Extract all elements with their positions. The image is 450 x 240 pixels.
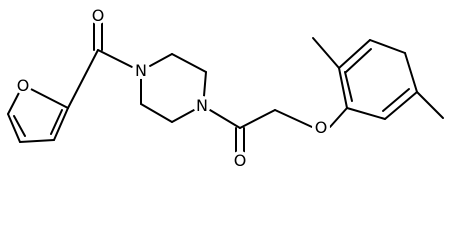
piperazine-bond [171, 53, 207, 73]
furan-bond [53, 107, 69, 141]
chain-bond [239, 109, 276, 129]
benzene-bond [346, 107, 386, 120]
atom-piperazine-nitrogen-4: N [193, 96, 211, 115]
svg-text:O: O [234, 151, 247, 170]
furan-bond [19, 139, 55, 143]
furan-bond [7, 113, 21, 143]
amide-bond [97, 49, 133, 68]
atom-layer: O O N N O O [14, 6, 330, 170]
svg-text:O: O [315, 118, 328, 137]
atom-furan-oxygen: O [14, 76, 32, 95]
piperazine-bond [203, 71, 207, 97]
piperazine-bond [149, 53, 173, 67]
benzene-double-bond [345, 48, 372, 73]
bond-layer [7, 21, 444, 153]
atom-ether-oxygen: O [312, 118, 330, 137]
svg-text:O: O [92, 6, 105, 25]
benzene-bond [369, 39, 406, 54]
furan-double-bond [13, 115, 26, 137]
methyl-bond [416, 91, 444, 119]
svg-text:N: N [135, 61, 147, 80]
piperazine-bond [140, 103, 173, 123]
piperazine-bond [171, 109, 195, 123]
svg-text:N: N [196, 96, 208, 115]
benzene-double-bond [344, 71, 353, 102]
benzene-bond [338, 39, 371, 69]
benzene-bond [404, 52, 418, 93]
atom-carbonyl-oxygen-right: O [231, 151, 249, 170]
atom-carbonyl-oxygen-left: O [89, 6, 107, 25]
benzene-double-bond [382, 88, 410, 112]
amide-bond [209, 109, 241, 129]
benzene-bond [338, 67, 348, 109]
methyl-bond [312, 37, 340, 69]
benzene-bond [384, 91, 418, 120]
molecule-structure: O O N N O O [7, 6, 444, 170]
ether-aryl-bond [329, 107, 348, 128]
carbonyl-link-bond [67, 49, 99, 109]
svg-text:O: O [17, 76, 30, 95]
ether-bond [274, 109, 313, 128]
atom-piperazine-nitrogen-1: N [132, 61, 150, 80]
furan-double-bond [50, 109, 63, 135]
